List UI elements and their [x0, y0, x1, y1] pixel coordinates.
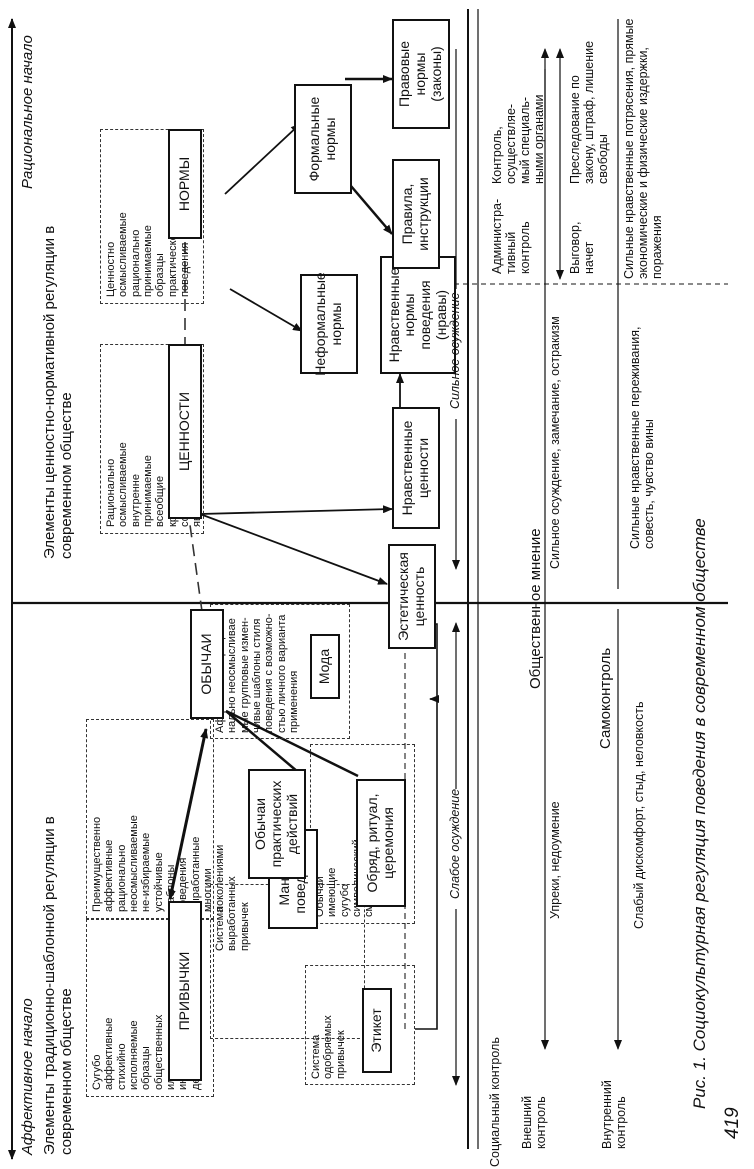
label-organ-control: Контроль, осуществляе-мый специаль-ными …: [490, 94, 546, 184]
page-number: 419: [722, 1107, 743, 1139]
label-reproaches: Упреки, недоумение: [548, 801, 562, 919]
customs-rites-line: [225, 709, 359, 778]
box-moral-norms: Нравственные нормы поведения (нравы): [380, 256, 456, 374]
box-moral-values: Нравственные ценности: [392, 407, 440, 529]
label-strong-blame: Сильное осуждение, замечание, остракизм: [548, 316, 562, 569]
box-practical-customs: Обычаи практических действий: [248, 769, 306, 879]
box-rites: Обряд, ритуал, церемония: [356, 779, 406, 907]
box-rules: Правила, инструкции: [392, 159, 440, 269]
habits-customs-arrow: [167, 728, 209, 900]
box-values: ЦЕННОСТИ: [168, 344, 202, 519]
box-customs: ОБЫЧАИ: [190, 609, 224, 719]
norms-informal-arrow: [229, 288, 303, 332]
formal-rules-arrow: [344, 178, 393, 235]
box-fashion: Мода: [310, 634, 340, 699]
box-norms: НОРМЫ: [168, 129, 202, 239]
figure-caption: Рис. 1. Социокультурная регуляция поведе…: [690, 518, 709, 1109]
norms-formal-arrow: [224, 123, 301, 195]
approved-habits-label: Система одобряемых привычек: [310, 1015, 347, 1079]
label-social-control: Социальный контроль: [488, 1037, 502, 1167]
label-admin-control: Администра-тивный контроль: [490, 198, 532, 274]
values-moral-arrow: [199, 505, 393, 515]
habits-system-label: Система выработанных привычек: [214, 876, 251, 951]
box-aesthetic-value: Эстетическая ценность: [388, 544, 436, 649]
label-reprimand: Выговор, начет: [568, 221, 596, 274]
label-weak-condemnation: Слабое осуждение: [448, 788, 462, 899]
label-external-control: Внешний контроль: [520, 1095, 548, 1149]
label-prosecution: Преследование по закону, штраф, лишение …: [568, 40, 610, 184]
box-etiquette: Этикет: [362, 988, 392, 1073]
box-habits: ПРИВЫЧКИ: [168, 901, 202, 1081]
label-strong-shocks: Сильные нравственные потрясения, прямые …: [622, 18, 664, 279]
box-formal-norms: Формальные нормы: [294, 84, 352, 194]
box-legal-norms: Правовые нормы (законы): [392, 19, 450, 129]
etiquette-connector: [415, 623, 438, 1030]
label-traditional-elements: Элементы традиционно-шаблонной регуляции…: [41, 816, 75, 1155]
label-strong-moral: Сильные нравственные переживания, совест…: [628, 326, 656, 550]
box-informal-norms: Неформальные нормы: [300, 272, 358, 376]
customs-desc: Преимущественно аффективные рационально …: [91, 815, 227, 912]
values-aesthetic-arrow: [199, 513, 388, 585]
label-public-opinion: Общественное мнение: [527, 528, 544, 689]
label-affective-origin: Аффективное начало: [19, 998, 36, 1155]
label-strong-condemnation: Сильное осуждение: [448, 292, 462, 409]
customs-desc-box: Преимущественно аффективные рационально …: [86, 719, 226, 919]
label-rational-origin: Рациональное начало: [19, 35, 36, 189]
label-weak-discomfort: Слабый дискомфорт, стыд, неловкость: [632, 701, 646, 929]
label-internal-control: Внутренний контроль: [600, 1080, 628, 1149]
customs-practical-line: [225, 710, 299, 773]
label-value-elements: Элементы ценностно-нормативной регуляции…: [41, 225, 75, 559]
fashion-desc: Аффективные рацио нально неосмысливае мы…: [214, 613, 300, 733]
label-self-control: Самоконтроль: [597, 647, 614, 749]
